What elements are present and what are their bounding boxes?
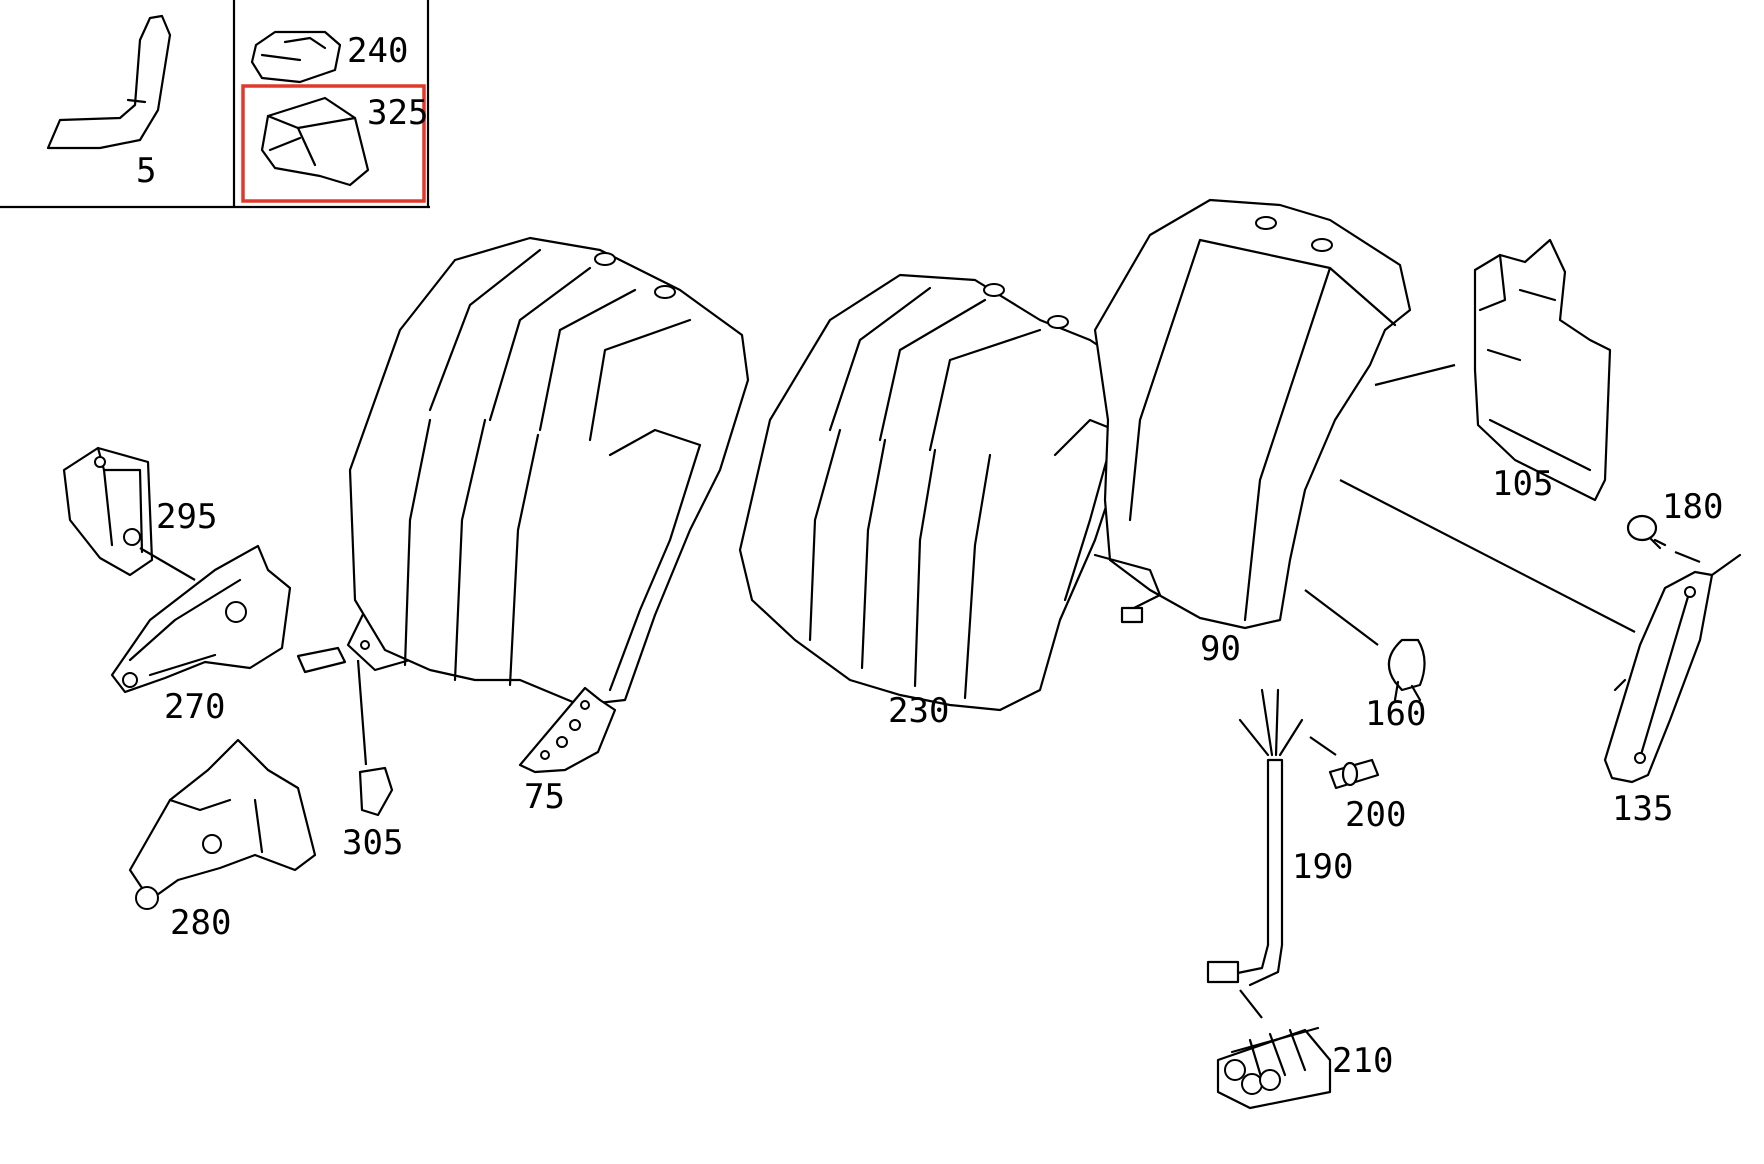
thumbnail-part-240[interactable]: 240 bbox=[236, 2, 426, 84]
part-160[interactable]: 160 bbox=[1304, 589, 1426, 734]
part-number: 180 bbox=[1662, 487, 1723, 527]
part-200[interactable]: 200 bbox=[1309, 736, 1406, 835]
part-number: 105 bbox=[1492, 464, 1553, 504]
part-number: 305 bbox=[342, 823, 403, 863]
part-190[interactable]: 190 bbox=[1206, 688, 1353, 987]
part-number: 75 bbox=[524, 777, 565, 817]
part-number: 210 bbox=[1332, 1041, 1393, 1081]
part-135[interactable]: 135 bbox=[1339, 479, 1742, 829]
bracket-icon bbox=[260, 96, 370, 187]
part-number: 280 bbox=[170, 903, 231, 943]
part-number: 90 bbox=[1200, 629, 1241, 669]
part-180[interactable]: 180 bbox=[1626, 487, 1723, 564]
part-number: 160 bbox=[1365, 694, 1426, 734]
part-230[interactable]: 230 bbox=[738, 273, 1142, 731]
part-number: 270 bbox=[164, 687, 225, 727]
thumbnail-seat[interactable]: 5 bbox=[2, 2, 232, 204]
part-75[interactable]: 75 bbox=[518, 686, 617, 817]
thumbnail-label: 5 bbox=[136, 151, 156, 191]
seat-icon bbox=[46, 14, 172, 150]
part-295[interactable]: 295 bbox=[62, 446, 217, 581]
selected-thumbnail-highlight bbox=[241, 84, 426, 203]
part-280[interactable]: 280 bbox=[128, 738, 317, 943]
part-210[interactable]: 210 bbox=[1216, 989, 1393, 1110]
thumbnail-label: 240 bbox=[347, 31, 408, 71]
part-number: 295 bbox=[156, 497, 217, 537]
part-number: 230 bbox=[888, 691, 949, 731]
thumbnail-strip bbox=[0, 0, 430, 209]
part-105[interactable]: 105 bbox=[1374, 238, 1612, 504]
part-270[interactable]: 270 bbox=[110, 544, 292, 727]
part-number: 135 bbox=[1612, 789, 1673, 829]
backrest-outer[interactable] bbox=[348, 236, 750, 707]
part-number: 200 bbox=[1345, 795, 1406, 835]
thumbnail-part-325[interactable]: 325 bbox=[241, 84, 428, 203]
part-number: 190 bbox=[1292, 847, 1353, 887]
thumbnail-label: 325 bbox=[367, 93, 428, 133]
part-90[interactable]: 90 bbox=[1093, 198, 1412, 669]
